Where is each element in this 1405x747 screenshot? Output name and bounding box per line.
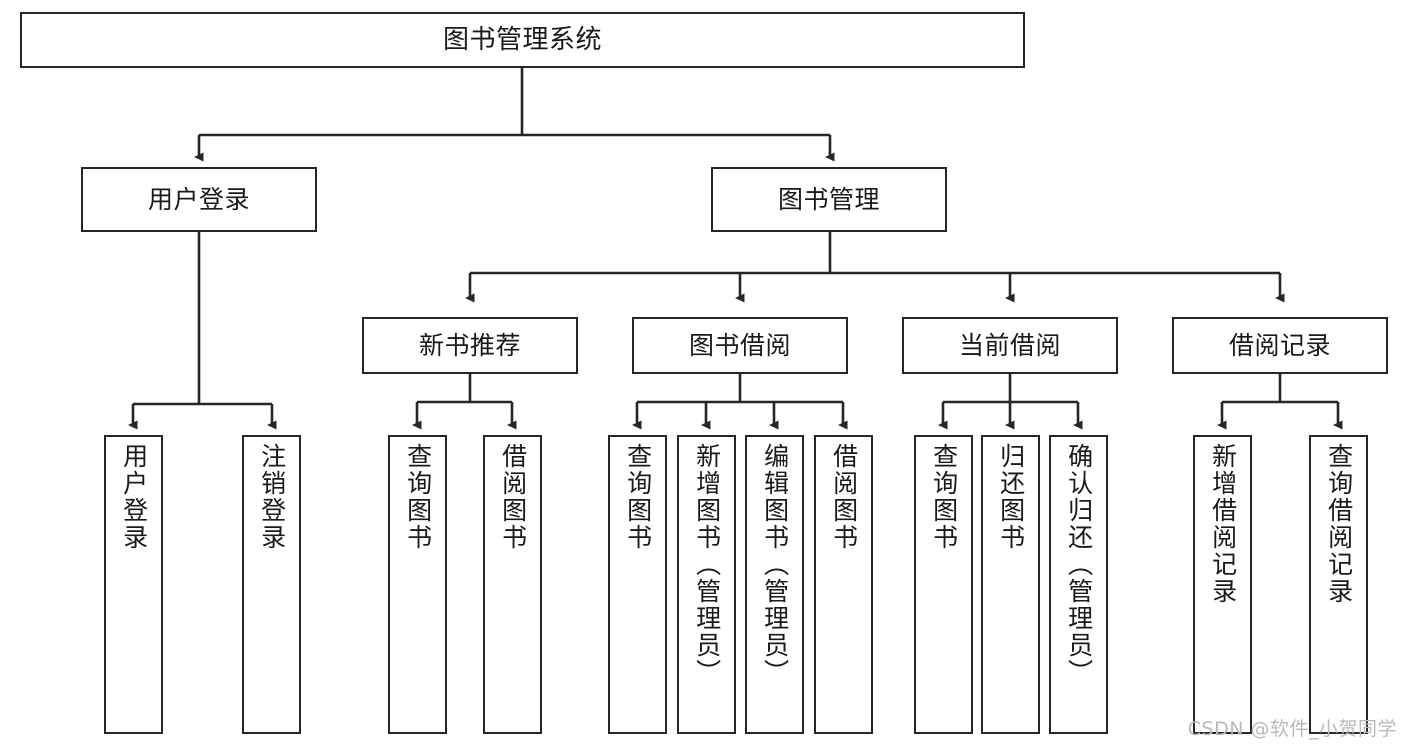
leaf-return-book-label: 归还图书 [996,443,1026,551]
leaf-query-book-3-label: 查询图书 [929,443,959,551]
leaf-borrow-book-1[interactable]: 借阅图书 [483,435,542,734]
leaf-query-book-2[interactable]: 查询图书 [608,435,667,734]
leaf-query-book-2-label: 查询图书 [623,443,653,551]
node-book-manage-label: 图书管理 [777,184,880,214]
leaf-borrow-book-2-label: 借阅图书 [829,443,859,551]
node-user-login-label: 用户登录 [147,184,250,214]
leaf-confirm-return-label: 确认归还（管理员） [1064,443,1094,686]
leaf-confirm-return[interactable]: 确认归还（管理员） [1049,435,1108,734]
leaf-logout-login-label: 注销登录 [257,443,287,551]
leaf-borrow-book-2[interactable]: 借阅图书 [814,435,873,734]
leaf-add-book[interactable]: 新增图书（管理员） [677,435,736,734]
leaf-add-record-label: 新增借阅记录 [1208,443,1238,605]
leaf-return-book[interactable]: 归还图书 [981,435,1040,734]
node-borrow-record[interactable]: 借阅记录 [1172,317,1388,374]
node-borrow-record-label: 借阅记录 [1228,330,1331,360]
node-new-book-recommend-label: 新书推荐 [418,330,521,360]
node-current-borrow-label: 当前借阅 [958,330,1061,360]
leaf-query-book-3[interactable]: 查询图书 [914,435,973,734]
leaf-borrow-book-1-label: 借阅图书 [498,443,528,551]
leaf-user-login-label: 用户登录 [119,443,149,551]
leaf-edit-book[interactable]: 编辑图书（管理员） [745,435,804,734]
leaf-query-record-label: 查询借阅记录 [1324,443,1354,605]
leaf-query-book-1[interactable]: 查询图书 [388,435,447,734]
leaf-add-record[interactable]: 新增借阅记录 [1193,435,1252,734]
leaf-edit-book-label: 编辑图书（管理员） [760,443,790,686]
node-current-borrow[interactable]: 当前借阅 [902,317,1118,374]
node-root[interactable]: 图书管理系统 [20,12,1025,68]
leaf-add-book-label: 新增图书（管理员） [692,443,722,686]
node-book-borrow[interactable]: 图书借阅 [632,317,848,374]
leaf-logout-login[interactable]: 注销登录 [242,435,301,734]
node-book-manage[interactable]: 图书管理 [711,167,947,232]
leaf-query-record[interactable]: 查询借阅记录 [1309,435,1368,734]
leaf-user-login[interactable]: 用户登录 [104,435,163,734]
node-new-book-recommend[interactable]: 新书推荐 [362,317,578,374]
node-root-label: 图书管理系统 [442,24,602,55]
node-user-login[interactable]: 用户登录 [81,167,317,232]
csdn-watermark: CSDN @软件_小贺同学 [1187,718,1397,740]
leaf-query-book-1-label: 查询图书 [403,443,433,551]
node-book-borrow-label: 图书借阅 [688,330,791,360]
